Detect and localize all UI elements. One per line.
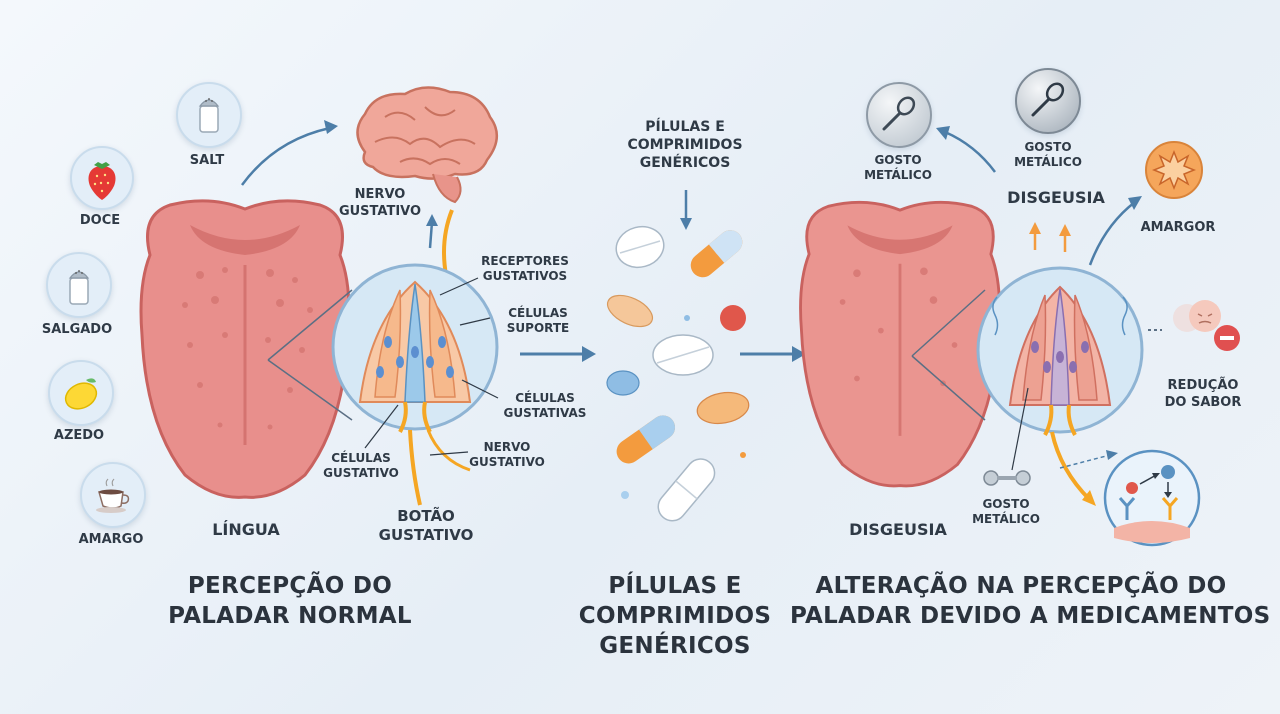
- taste-label-amargo: AMARGO: [78, 532, 144, 547]
- molecule-icon: [983, 470, 1031, 486]
- salt-circle-small: [176, 82, 242, 148]
- disgeusia-bottom-label: DISGEUSIA: [849, 520, 947, 539]
- bitter-burst-icon: [1145, 141, 1203, 199]
- coffee-cup-icon: [96, 478, 130, 513]
- taste-label-azedo: AZEDO: [53, 428, 105, 443]
- taste-label-doce: DOCE: [79, 213, 121, 228]
- coffee-circle: [80, 462, 146, 528]
- receptor-binding-icon: [1103, 449, 1201, 547]
- brain-icon: [356, 86, 498, 204]
- lemon-icon: [64, 378, 98, 410]
- strawberry-circle: [70, 146, 134, 210]
- taste-label-salgado: SALGADO: [41, 322, 113, 337]
- salgado-circle: [46, 252, 112, 318]
- spoon-icon: [882, 96, 916, 131]
- strawberry-icon: [88, 162, 116, 200]
- amargor-label: AMARGOR: [1140, 220, 1216, 235]
- salt-shaker-icon: [198, 98, 220, 133]
- pills-group: [606, 225, 750, 522]
- spoon-circle-2: [1015, 68, 1081, 134]
- taste-bud-altered: [976, 266, 1144, 436]
- salt-shaker-icon: [68, 270, 90, 305]
- taste-bud-zoom: [331, 263, 499, 433]
- disgeusia-top-label: DISGEUSIA: [1007, 188, 1105, 207]
- spoon-icon: [1031, 82, 1065, 117]
- salt-label: SALT: [189, 153, 225, 168]
- spoon-circle-1: [866, 82, 932, 148]
- tongue-label: LÍNGUA: [212, 520, 280, 539]
- reduced-flavor-icon: [1173, 300, 1240, 351]
- lemon-circle: [48, 360, 114, 426]
